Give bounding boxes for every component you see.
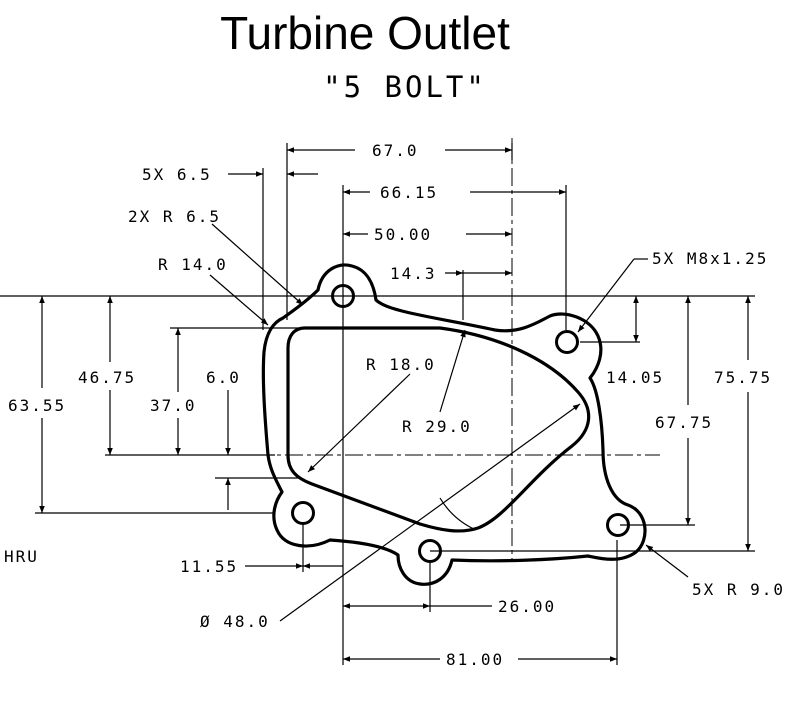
dim-thread: 5X M8x1.25: [652, 249, 768, 268]
dim-46-75: 46.75: [78, 368, 136, 387]
flange-outer-outline: [261, 263, 647, 586]
dim-67-75: 67.75: [655, 413, 713, 432]
drawing-subtitle: "5 BOLT": [323, 70, 487, 104]
dimension-labels: 67.0 5X 6.5 66.15 2X R 6.5 50.00 R 14.0 …: [4, 141, 785, 669]
bolt-holes: [291, 284, 630, 563]
dim-37-0: 37.0: [150, 396, 197, 415]
dim-5x-r9: 5X R 9.0: [692, 580, 785, 599]
dim-5x-6-5: 5X 6.5: [142, 165, 212, 184]
dim-75-75: 75.75: [714, 368, 772, 387]
dimension-lines: [39, 147, 751, 662]
dim-2x-r6-5: 2X R 6.5: [128, 207, 221, 226]
drawing-title: Turbine Outlet: [220, 7, 510, 59]
dim-63-55: 63.55: [8, 396, 66, 415]
radius-arc: [439, 497, 477, 531]
dim-r29: R 29.0: [402, 417, 472, 436]
dim-11-55: 11.55: [180, 557, 238, 576]
bolt-hole-top: [331, 284, 355, 308]
dim-14-05: 14.05: [606, 368, 664, 387]
bolt-hole-right: [555, 330, 579, 354]
dim-66-15: 66.15: [380, 183, 438, 202]
dim-r14: R 14.0: [158, 255, 228, 274]
dim-dia-48: Ø 48.0: [200, 612, 270, 631]
hru-label: HRU: [4, 547, 39, 566]
dim-67: 67.0: [372, 141, 419, 160]
flange-inner-port: [286, 326, 591, 533]
dim-r18: R 18.0: [366, 355, 436, 374]
dim-26-00: 26.00: [498, 597, 556, 616]
leader-lines: [209, 223, 689, 622]
dim-14-3: 14.3: [390, 264, 437, 283]
dim-50-00: 50.00: [374, 225, 432, 244]
bolt-hole-bottom: [418, 539, 442, 563]
dim-81-00: 81.00: [446, 650, 504, 669]
bolt-hole-bottom-right: [606, 513, 630, 537]
extension-lines: [0, 143, 755, 665]
bolt-hole-left: [291, 501, 315, 525]
dim-6-0: 6.0: [206, 368, 241, 387]
